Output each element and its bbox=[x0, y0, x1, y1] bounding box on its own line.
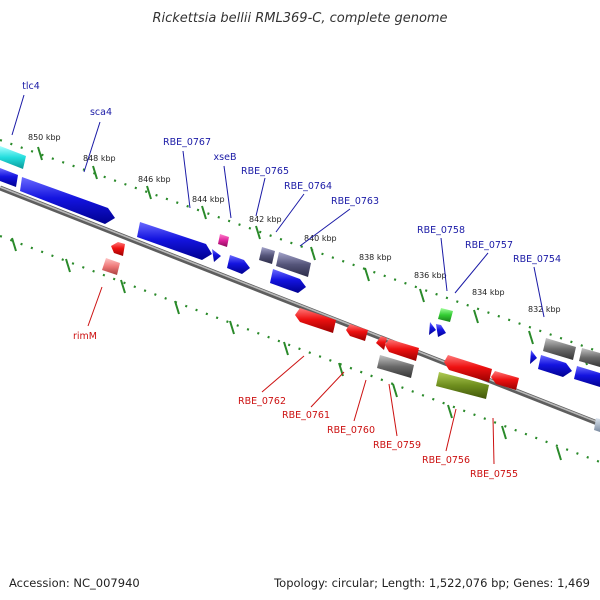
genome-backbone bbox=[0, 185, 600, 427]
gene-label-rbe-0755[interactable]: RBE_0755 bbox=[470, 469, 518, 480]
scale-tick bbox=[229, 320, 235, 335]
gene-rbe-0763[interactable] bbox=[270, 269, 306, 293]
gene-arrow[interactable] bbox=[227, 255, 250, 274]
gene-rbe-0756[interactable] bbox=[436, 372, 489, 399]
gene-rbe-0755[interactable] bbox=[491, 371, 519, 390]
kbp-label: 832 kbp bbox=[528, 305, 561, 314]
gene-arrow[interactable] bbox=[574, 366, 600, 387]
gene-rbe-0759[interactable] bbox=[377, 355, 414, 378]
scale-tick bbox=[556, 446, 562, 461]
scale-tick bbox=[447, 404, 453, 419]
gene-rbe-0765[interactable] bbox=[259, 247, 275, 264]
gene-rbe-0761[interactable] bbox=[346, 324, 368, 341]
inner-scale-track bbox=[0, 234, 600, 464]
kbp-label: 834 kbp bbox=[472, 288, 505, 297]
gene-arrow[interactable] bbox=[429, 322, 436, 335]
scale-tick bbox=[146, 185, 152, 200]
scale-tick bbox=[501, 425, 507, 440]
leader-lines bbox=[11, 94, 545, 465]
gene-label-xseb[interactable]: xseB bbox=[214, 152, 237, 163]
gene-arrow[interactable] bbox=[212, 249, 221, 262]
gene-labels-top: tlc4 sca4 RBE_0767 xseB RBE_0765 RBE_076… bbox=[22, 81, 561, 265]
scale-tick bbox=[201, 205, 207, 220]
kbp-label: 836 kbp bbox=[414, 271, 447, 280]
gene-label-sca4[interactable]: sca4 bbox=[90, 107, 112, 118]
gene-arrow[interactable] bbox=[594, 418, 600, 432]
scale-tick bbox=[120, 279, 126, 294]
scale-tick bbox=[11, 237, 17, 252]
kbp-labels: 850 kbp 848 kbp 846 kbp 844 kbp 842 kbp … bbox=[28, 133, 561, 314]
scale-tick bbox=[419, 288, 425, 303]
scale-tick bbox=[65, 258, 71, 273]
scale-tick bbox=[92, 165, 98, 180]
gene-rbe-0758[interactable] bbox=[438, 308, 453, 322]
kbp-label: 844 kbp bbox=[192, 195, 225, 204]
gene-rbe-0762[interactable] bbox=[295, 308, 336, 333]
gene-arrow[interactable] bbox=[530, 350, 537, 364]
gene-label-rbe-0763[interactable]: RBE_0763 bbox=[331, 196, 379, 207]
gene-arrow[interactable] bbox=[444, 355, 492, 382]
gene-label-rbe-0760[interactable]: RBE_0760 bbox=[327, 425, 375, 436]
kbp-label: 838 kbp bbox=[359, 253, 392, 262]
map-title: Rickettsia bellii RML369-C, complete gen… bbox=[152, 11, 447, 26]
gene-label-rbe-0759[interactable]: RBE_0759 bbox=[373, 440, 421, 451]
kbp-label: 848 kbp bbox=[83, 154, 116, 163]
gene-sca4[interactable] bbox=[20, 177, 115, 224]
scale-tick bbox=[310, 246, 316, 261]
gene-xseb[interactable] bbox=[218, 234, 229, 247]
kbp-label: 846 kbp bbox=[138, 175, 171, 184]
gene-label-rbe-0767[interactable]: RBE_0767 bbox=[163, 137, 211, 148]
gene-labels-bottom: rimM RBE_0762 RBE_0761 RBE_0760 RBE_0759… bbox=[73, 331, 518, 480]
gene-tlc4[interactable] bbox=[0, 146, 26, 169]
gene-arrow[interactable] bbox=[579, 348, 600, 367]
kbp-label: 842 kbp bbox=[249, 215, 282, 224]
gene-label-rbe-0758[interactable]: RBE_0758 bbox=[417, 225, 465, 236]
scale-tick bbox=[283, 341, 289, 356]
gene-label-rbe-0754[interactable]: RBE_0754 bbox=[513, 254, 561, 265]
forward-genes bbox=[0, 146, 600, 387]
gene-rbe-0767[interactable] bbox=[137, 222, 212, 260]
gene-rbe-0760[interactable] bbox=[376, 336, 387, 350]
gene-label-rbe-0764[interactable]: RBE_0764 bbox=[284, 181, 332, 192]
gene-rbe-0754[interactable] bbox=[543, 338, 576, 360]
gene-label-rbe-0756[interactable]: RBE_0756 bbox=[422, 455, 470, 466]
gene-arrow[interactable] bbox=[538, 355, 572, 377]
gene-arrow[interactable] bbox=[111, 242, 125, 256]
gene-rimm[interactable] bbox=[102, 258, 120, 275]
kbp-label: 840 kbp bbox=[304, 234, 337, 243]
scale-tick bbox=[255, 225, 261, 240]
scale-tick bbox=[364, 267, 370, 282]
gene-label-rimm[interactable]: rimM bbox=[73, 331, 97, 342]
reverse-genes bbox=[102, 242, 600, 432]
scale-tick bbox=[392, 383, 398, 398]
gene-label-rbe-0762[interactable]: RBE_0762 bbox=[238, 396, 286, 407]
gene-label-rbe-0757[interactable]: RBE_0757 bbox=[465, 240, 513, 251]
gene-rbe-0764[interactable] bbox=[276, 252, 311, 277]
genome-summary-text: Topology: circular; Length: 1,522,076 bp… bbox=[273, 576, 590, 590]
accession-text: Accession: NC_007940 bbox=[9, 576, 140, 590]
gene-arrow[interactable] bbox=[0, 168, 18, 187]
scale-tick bbox=[37, 146, 43, 161]
scale-tick bbox=[473, 309, 479, 324]
gene-rbe-0757[interactable] bbox=[436, 324, 446, 337]
scale-tick bbox=[174, 300, 180, 315]
gene-label-rbe-0765[interactable]: RBE_0765 bbox=[241, 166, 289, 177]
kbp-label: 850 kbp bbox=[28, 133, 61, 142]
gene-label-rbe-0761[interactable]: RBE_0761 bbox=[282, 410, 330, 421]
gene-rbe-0759-a[interactable] bbox=[385, 339, 419, 361]
scale-tick bbox=[528, 330, 534, 345]
gene-label-tlc4[interactable]: tlc4 bbox=[22, 81, 40, 92]
